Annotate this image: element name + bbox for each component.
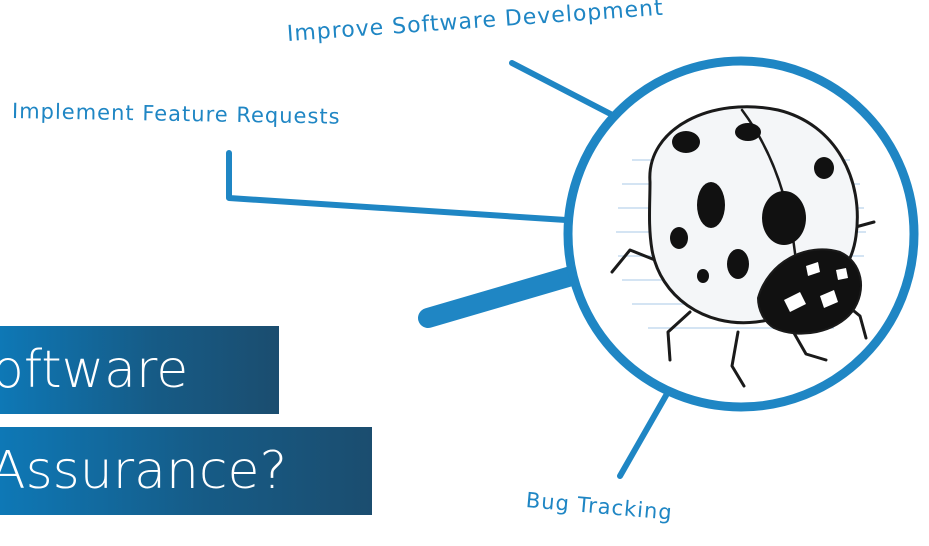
connector-implement: [226, 150, 569, 223]
connector-improve: [509, 60, 629, 125]
title-line-2: Assurance?: [0, 427, 372, 515]
magnifier-lens-rim: [563, 56, 919, 412]
connector-bug: [617, 389, 671, 479]
ladybug-icon: [610, 105, 876, 388]
title-line-1: oftware: [0, 326, 279, 414]
magnifying-glass-icon: [418, 56, 919, 412]
magnifier-handle: [418, 262, 595, 328]
